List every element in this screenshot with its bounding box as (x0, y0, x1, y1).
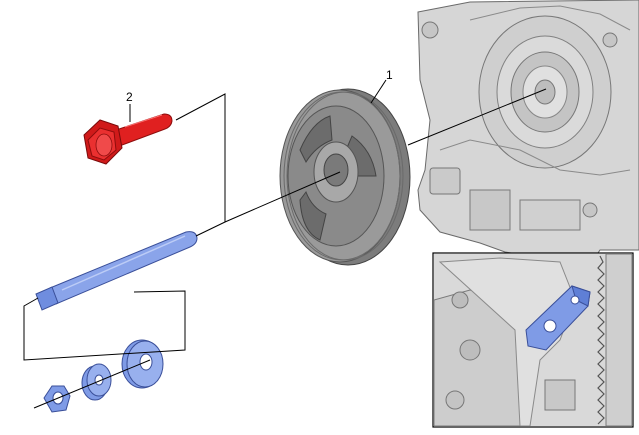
ring-gear-teeth (597, 255, 605, 425)
crankshaft-bolt (83, 113, 173, 165)
inset-detail-view (432, 252, 634, 428)
callout-2: 2 (126, 90, 133, 104)
installer-washer-large (121, 339, 164, 389)
callout-1: 1 (386, 68, 393, 82)
axis-line-rod-pulley (224, 171, 341, 223)
bracket-bolt-rod (175, 93, 226, 237)
axis-line-pulley-engine (407, 88, 547, 146)
flywheel-locking-tool (525, 285, 591, 351)
bracket-rod-spacers (23, 290, 186, 361)
crankshaft-pulley (279, 88, 411, 266)
axis-line-spacers (33, 359, 151, 409)
engine-block (417, 0, 639, 266)
installer-rod (35, 231, 198, 311)
leader-line-1 (370, 79, 387, 104)
assembly-lines (23, 79, 547, 409)
